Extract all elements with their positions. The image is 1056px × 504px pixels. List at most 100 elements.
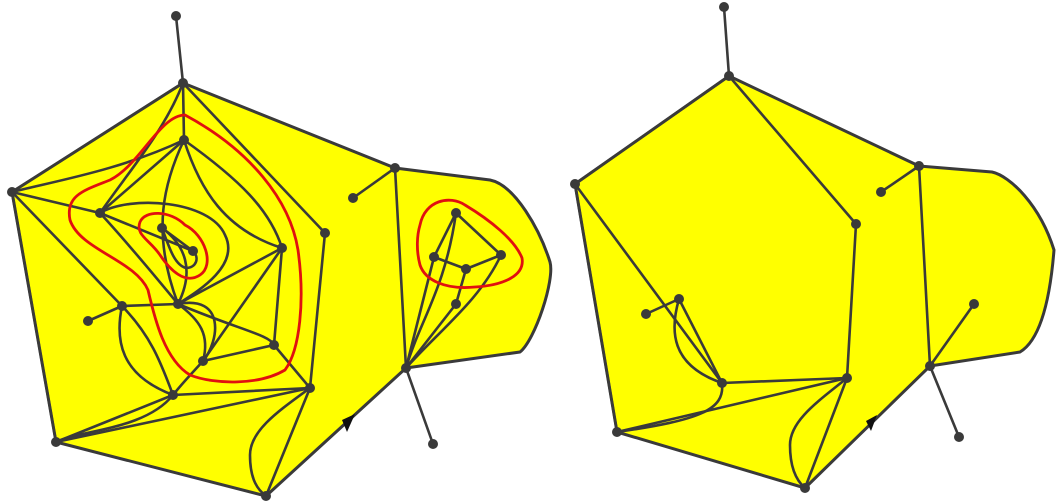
edge — [404, 211, 458, 370]
edge — [120, 304, 175, 397]
vertex — [914, 161, 924, 171]
edge — [673, 297, 724, 385]
vertex — [261, 491, 271, 501]
vertex — [171, 11, 181, 21]
vertex — [570, 179, 580, 189]
edge — [928, 364, 961, 439]
edge — [86, 304, 124, 323]
vertex — [451, 299, 461, 309]
edge — [573, 182, 724, 385]
edge — [120, 302, 180, 308]
edge — [98, 138, 186, 215]
edge — [181, 81, 186, 142]
edge — [432, 211, 458, 259]
edge — [644, 297, 681, 316]
edge — [10, 81, 185, 194]
right-graph — [570, 2, 1056, 493]
vertex — [305, 383, 315, 393]
edge — [264, 386, 312, 498]
edge — [404, 255, 436, 370]
edge — [404, 366, 435, 446]
vertex — [188, 246, 198, 256]
edge — [54, 393, 175, 444]
vertex — [674, 294, 684, 304]
edge — [98, 211, 180, 306]
edge — [160, 226, 195, 253]
vertex — [198, 356, 208, 366]
vertex — [724, 71, 734, 81]
highlight-cycle — [67, 113, 303, 384]
edge — [845, 222, 858, 380]
right-edges — [573, 5, 976, 490]
edge — [174, 14, 185, 85]
edge — [118, 304, 175, 397]
vertex — [719, 2, 729, 12]
edge — [573, 182, 619, 434]
vertex — [269, 340, 279, 350]
edge — [677, 297, 724, 385]
vertex — [277, 243, 287, 253]
vertex — [401, 363, 411, 373]
right-outer-face — [573, 74, 1056, 490]
right-curved-edges — [615, 297, 849, 490]
vertex — [173, 299, 183, 309]
edge — [181, 81, 327, 235]
vertex — [612, 427, 622, 437]
vertex — [390, 163, 400, 173]
left-outer-face — [10, 81, 553, 498]
vertex — [717, 378, 727, 388]
left-edges — [10, 14, 503, 498]
edge — [615, 381, 724, 434]
edge — [171, 386, 312, 397]
edge — [464, 253, 503, 271]
vertex — [428, 439, 438, 449]
edge — [308, 231, 327, 390]
left-vertices — [7, 11, 506, 501]
left-curved-edges — [10, 81, 503, 498]
edge — [201, 246, 284, 363]
edge — [272, 246, 284, 347]
vertex — [51, 437, 61, 447]
vertex — [117, 301, 127, 311]
edge — [454, 211, 503, 257]
vertex — [348, 193, 358, 203]
vertex — [461, 264, 471, 274]
edge — [803, 376, 849, 490]
edge — [720, 376, 849, 385]
edge — [272, 343, 312, 390]
direction-arrow-icon — [866, 415, 877, 431]
edge — [615, 376, 849, 434]
vertex — [876, 187, 886, 197]
highlight-cycle — [137, 211, 209, 280]
edge — [54, 386, 312, 444]
edge — [54, 393, 175, 444]
vertex — [179, 135, 189, 145]
edge — [98, 81, 185, 215]
vertex — [954, 432, 964, 442]
vertex — [496, 250, 506, 260]
edge — [182, 138, 284, 250]
left-highlight-cycles — [67, 113, 524, 384]
edge — [10, 190, 124, 308]
vertex — [7, 187, 17, 197]
vertex — [842, 373, 852, 383]
vertex — [969, 299, 979, 309]
direction-arrow-icon — [342, 414, 355, 432]
edge — [432, 255, 468, 271]
edge — [161, 138, 186, 306]
highlight-cycle — [415, 198, 524, 289]
edge — [879, 164, 921, 194]
vertex — [168, 390, 178, 400]
edge — [98, 201, 230, 306]
edge — [727, 74, 858, 226]
right-vertices — [570, 2, 979, 493]
edge — [248, 386, 312, 498]
edge — [928, 302, 976, 368]
vertex — [320, 228, 330, 238]
edge — [573, 74, 731, 186]
edge — [393, 166, 408, 370]
edge — [351, 166, 397, 200]
edge — [917, 164, 932, 368]
edge — [404, 253, 503, 370]
